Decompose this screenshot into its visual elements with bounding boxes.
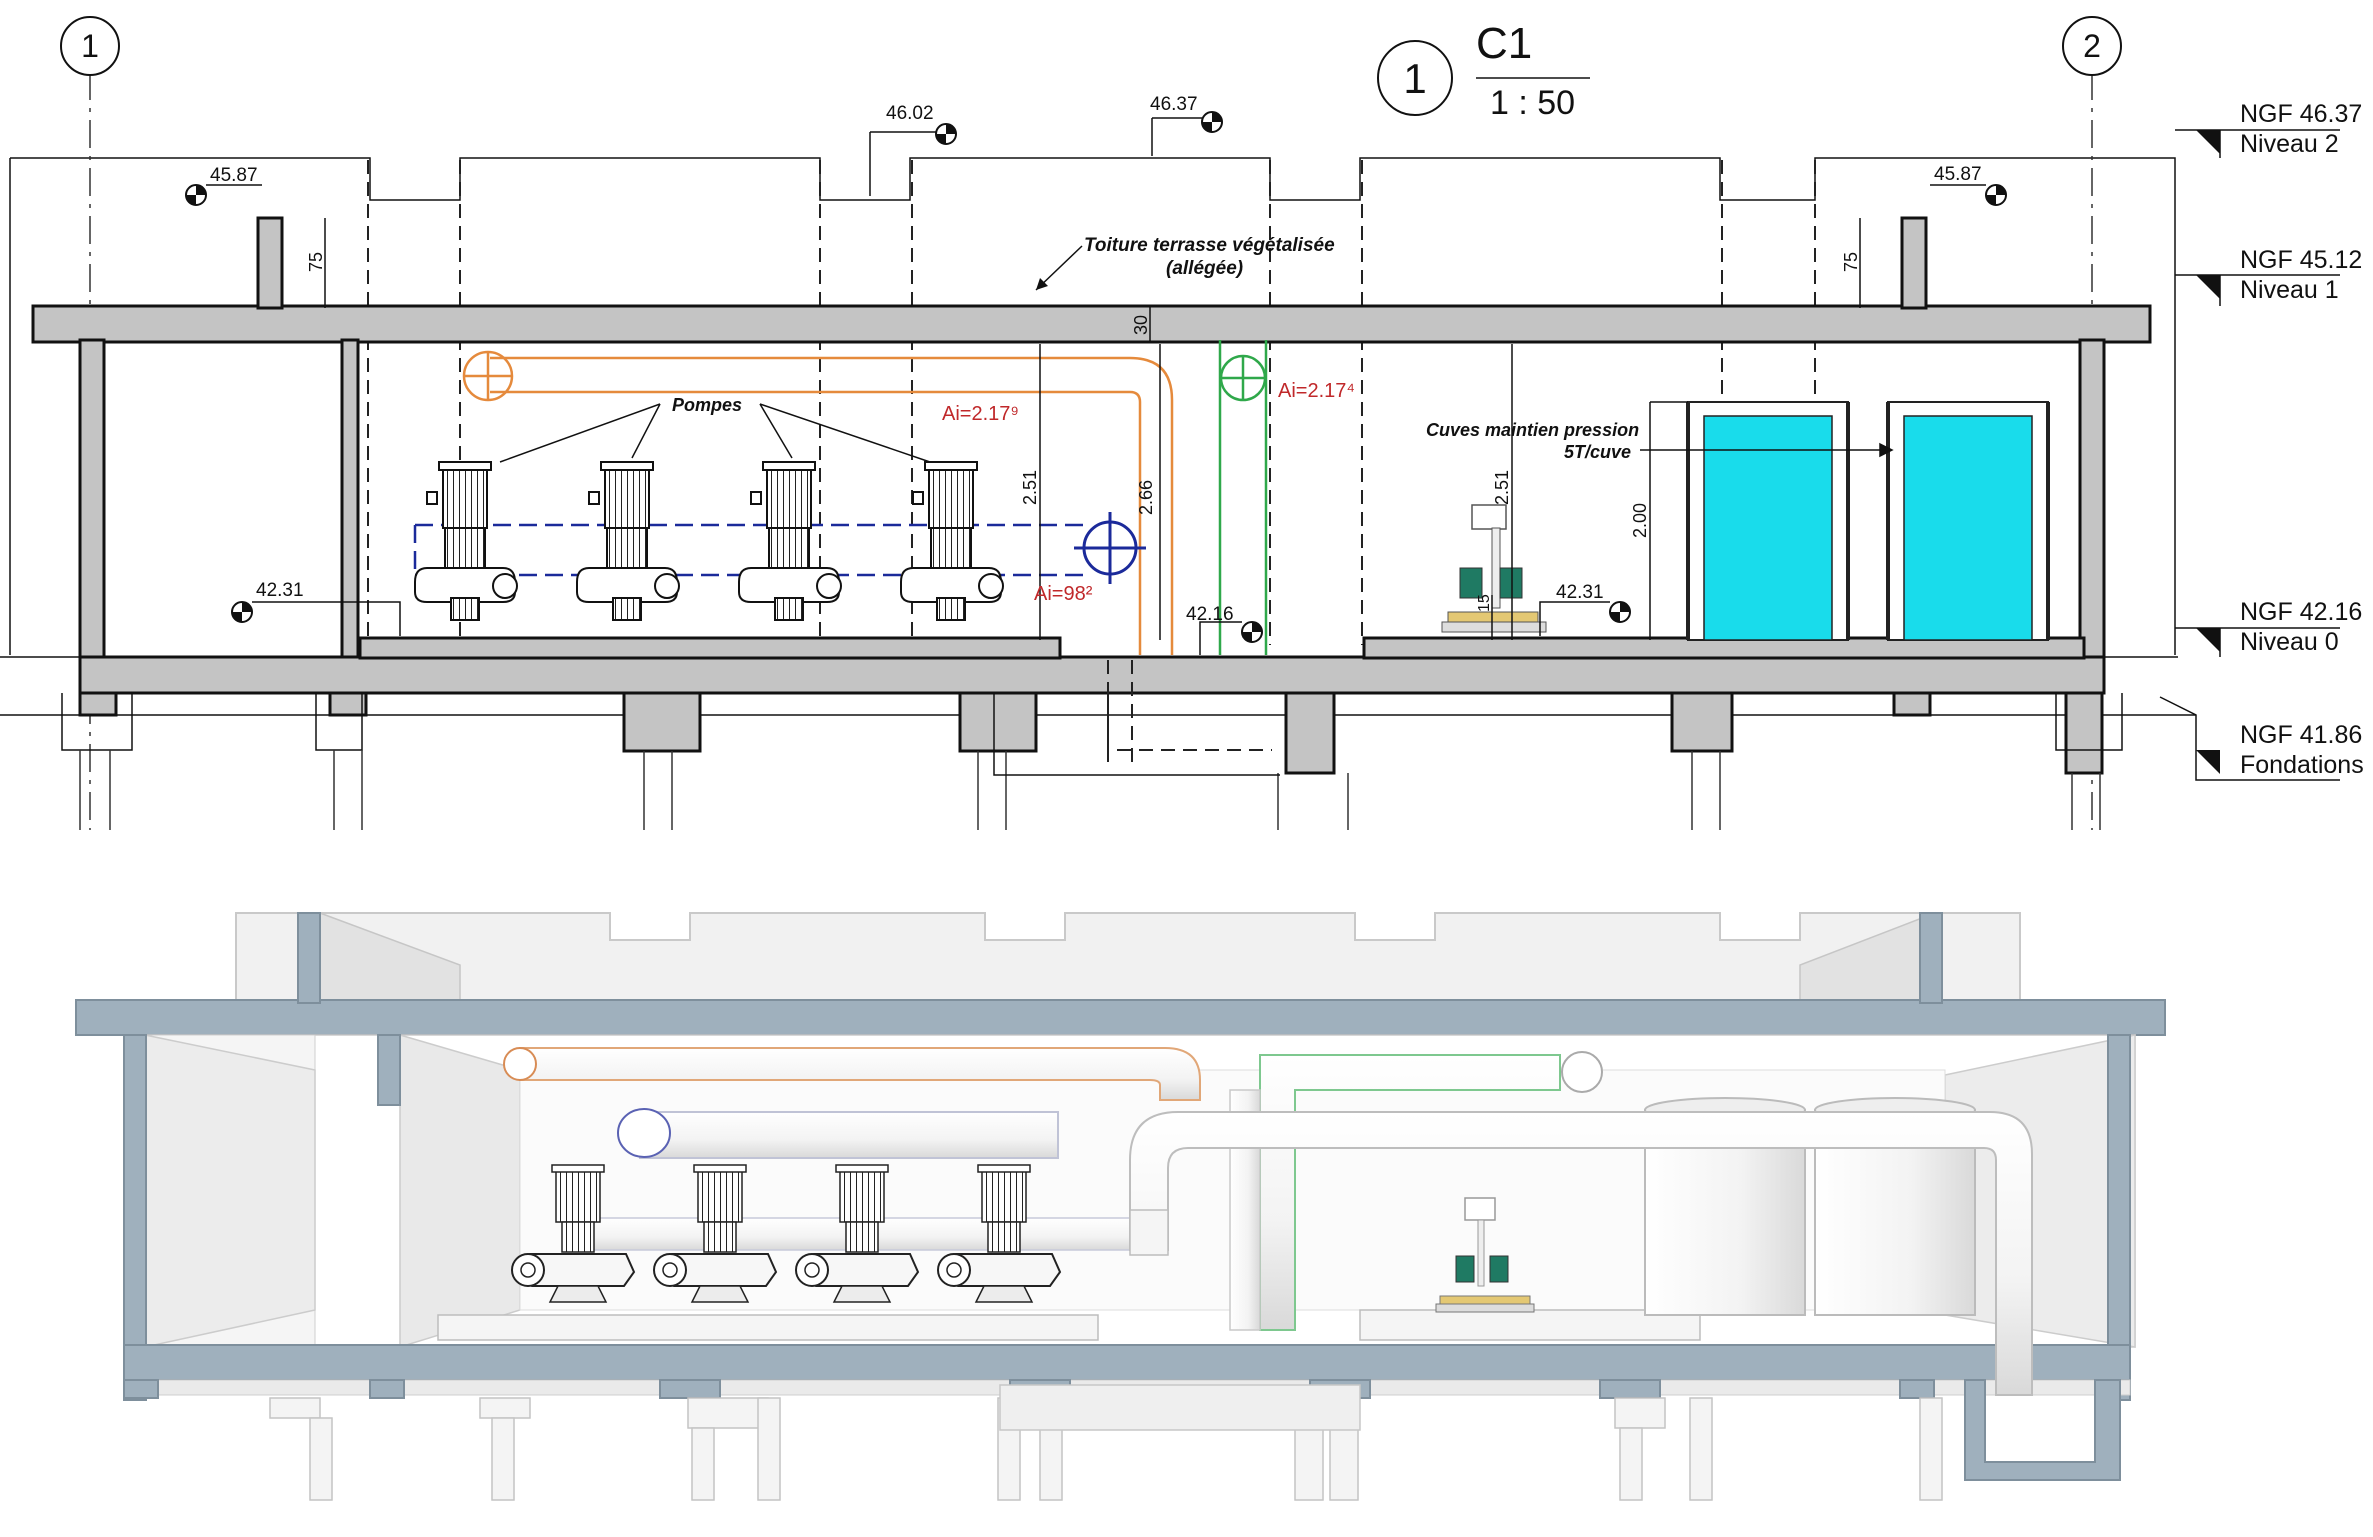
dimension-text: 15 — [1476, 594, 1493, 612]
dimension-text: 75 — [1841, 252, 1861, 272]
level-name: Niveau 0 — [2240, 628, 2339, 656]
section-2d: 1 2 1 C1 1 : 50 NGF 46.37 Niveau 2 NGF 4… — [0, 16, 2364, 830]
spot-level: 42.31 — [1556, 582, 1604, 603]
level-ngf: NGF 41.86 — [2240, 721, 2362, 749]
spot-marker — [231, 601, 401, 636]
spot-level: 46.37 — [1150, 94, 1198, 115]
section-number: 1 — [1403, 55, 1426, 102]
level-marker — [2175, 274, 2340, 306]
pipe-label-blue: Ai=98² — [1034, 583, 1093, 605]
tanks-annotation: Cuves maintien pression — [1426, 420, 1639, 440]
pumps-annotation: Pompes — [672, 395, 742, 415]
spot-marker — [1151, 111, 1223, 156]
spot-level: 46.02 — [886, 103, 934, 124]
pump — [414, 461, 518, 621]
pump — [900, 461, 1004, 621]
spot-level: 45.87 — [1934, 164, 1982, 185]
roof-annotation: (allégée) — [1166, 258, 1243, 279]
spot-level: 45.87 — [210, 165, 258, 186]
tanks-annotation: 5T/cuve — [1564, 442, 1631, 462]
pressure-tank — [1686, 401, 1850, 641]
level-marker — [2175, 627, 2340, 657]
grid-bubble: 2 — [2062, 16, 2122, 76]
grid-bubble: 1 — [60, 16, 120, 76]
dimension-text: 75 — [306, 252, 326, 272]
grid-label: 1 — [81, 28, 99, 64]
level-name: Fondations — [2240, 751, 2364, 779]
spot-marker — [1199, 621, 1263, 655]
booster-set-3d — [1435, 1197, 1535, 1313]
pump — [738, 461, 842, 621]
pump — [576, 461, 680, 621]
section-scale: 1 : 50 — [1490, 84, 1575, 122]
spot-marker — [185, 184, 262, 206]
section-3d — [75, 911, 2166, 1501]
dimension-text: 2.51 — [1492, 470, 1512, 505]
section-title: 1 C1 1 : 50 — [1377, 19, 1590, 122]
dimension-text: 30 — [1131, 315, 1151, 335]
booster-set — [1441, 504, 1547, 633]
spot-marker — [1930, 184, 2007, 206]
roof-annotation: Toiture terrasse végétalisée — [1084, 235, 1335, 256]
level-marker — [2175, 129, 2340, 158]
level-marker — [2159, 696, 2340, 781]
pipe-3d-orange — [503, 1047, 1201, 1101]
spot-marker — [1539, 601, 1631, 636]
pipe-label-green: Ai=2.17⁴ — [1278, 380, 1355, 402]
level-name: Niveau 2 — [2240, 130, 2339, 158]
dimension-text: 2.00 — [1630, 503, 1650, 538]
green-pipe — [1218, 340, 1268, 655]
orange-pipe — [462, 350, 1174, 655]
spot-marker — [869, 123, 957, 196]
spot-level: 42.31 — [256, 580, 304, 601]
level-ngf: NGF 42.16 — [2240, 598, 2362, 626]
grid-label: 2 — [2083, 28, 2101, 64]
level-ngf: NGF 46.37 — [2240, 100, 2362, 128]
spot-level: 42.16 — [1186, 604, 1234, 625]
dimension-text: 2.66 — [1136, 480, 1156, 515]
level-ngf: NGF 45.12 — [2240, 246, 2362, 274]
section-name: C1 — [1476, 19, 1532, 68]
pipe-label-orange: Ai=2.17⁹ — [942, 403, 1019, 425]
pipe-3d-main — [1129, 1111, 2033, 1396]
pressure-tank — [1886, 401, 2050, 641]
dimension-text: 2.51 — [1020, 470, 1040, 505]
level-name: Niveau 1 — [2240, 276, 2339, 304]
